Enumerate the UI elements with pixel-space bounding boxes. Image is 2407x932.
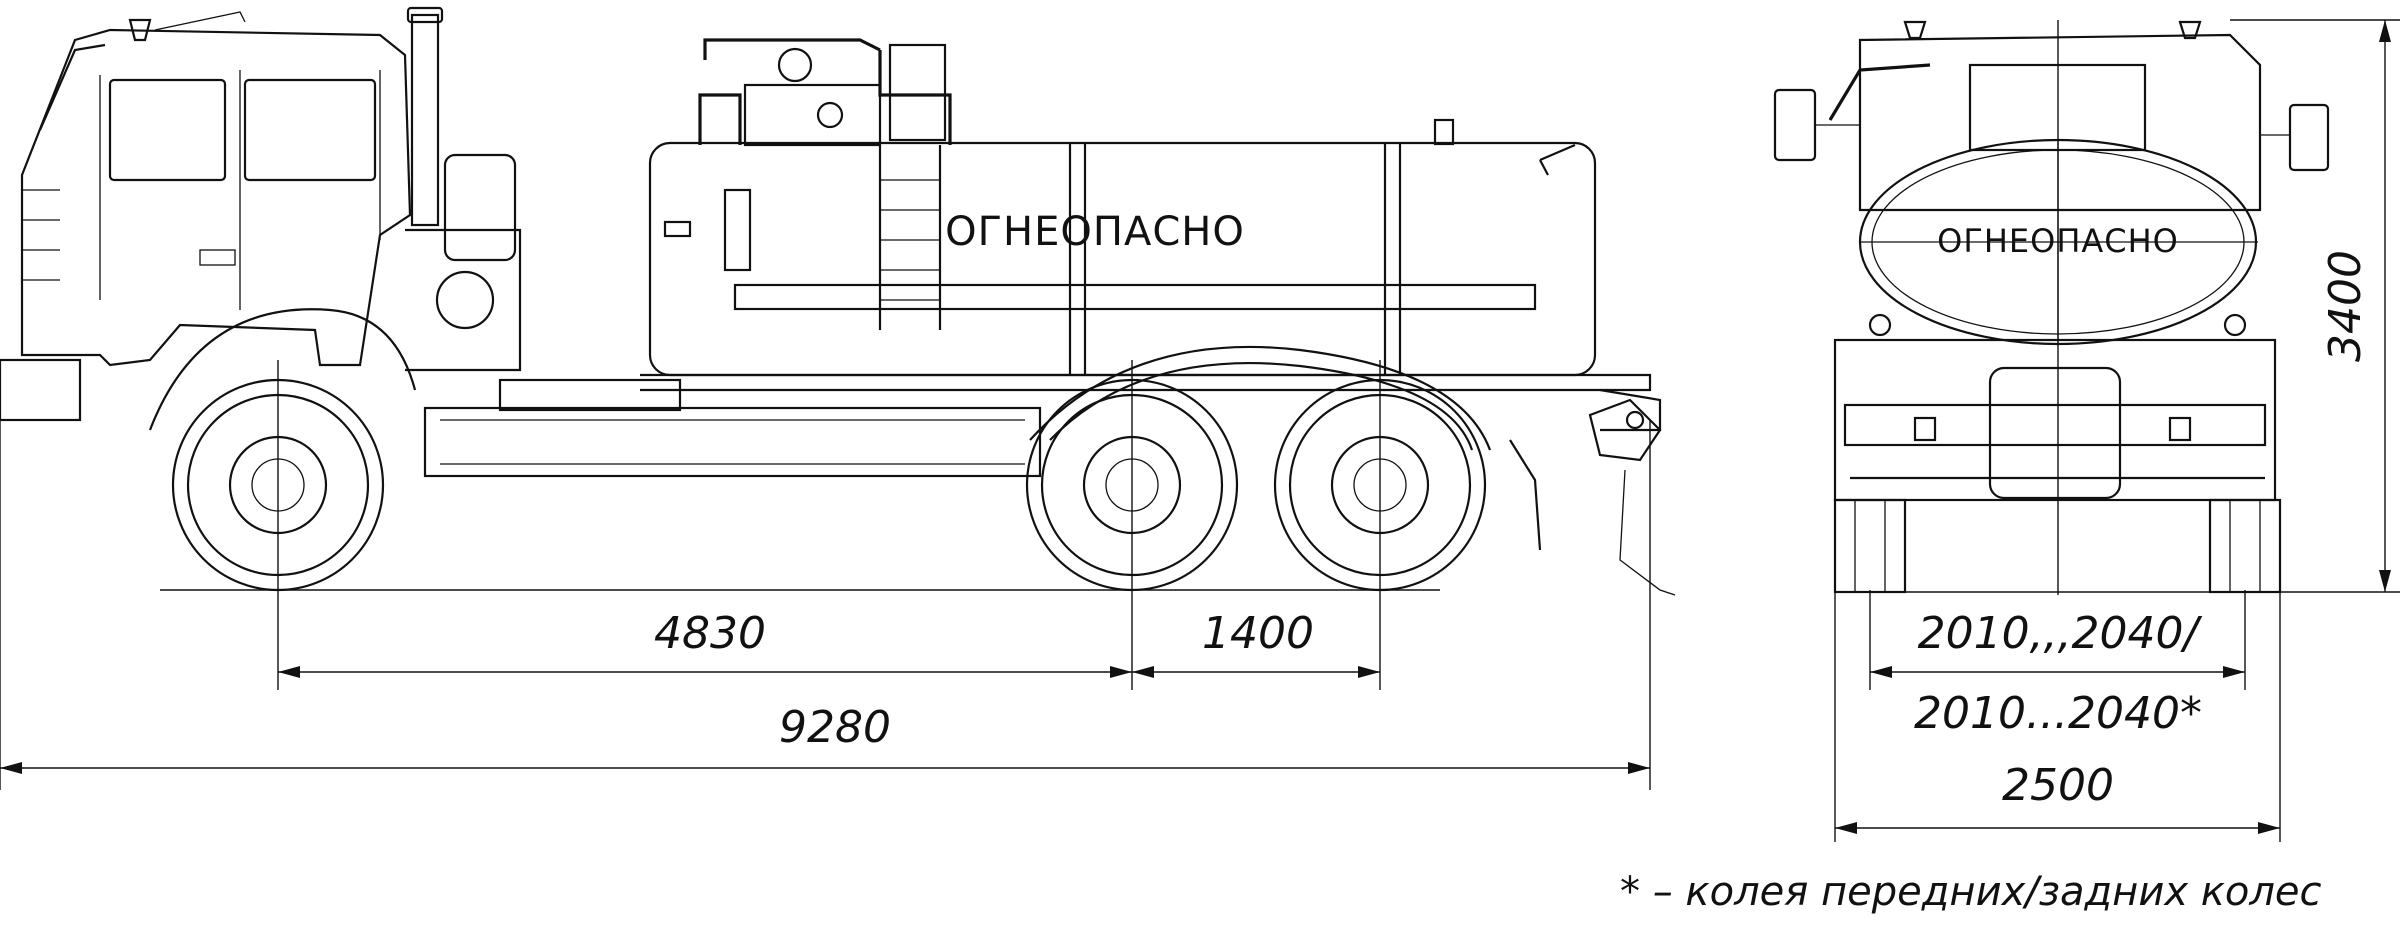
dim-bogie-label: 1400 — [1202, 608, 1314, 659]
dim-overall-length-label: 9280 — [779, 702, 891, 753]
rear-frame — [1833, 338, 2277, 502]
tank-equipment — [698, 38, 952, 330]
dim-wheelbase-label: 4830 — [654, 608, 766, 659]
dim-wheelbase: 4830 — [278, 608, 1132, 678]
dim-width-label: 2500 — [2002, 760, 2114, 811]
footnote: * – колея передних/задних колес — [1620, 869, 2322, 915]
dim-height-label: 3400 — [2320, 250, 2371, 362]
tank-body: ОГНЕОПАСНО — [648, 118, 1597, 377]
dim-overall-length: 9280 — [0, 702, 1650, 774]
truck-cab — [0, 6, 522, 422]
side-tank-label: ОГНЕОПАСНО — [945, 209, 1245, 255]
dim-bogie: 1400 — [1132, 608, 1380, 678]
rear-cab-outline — [1773, 20, 2330, 212]
rear-tank: ОГНЕОПАСНО — [1828, 63, 2258, 346]
rear-view: ОГНЕОПАСНО — [1773, 19, 2400, 842]
dim-track: 2010,,,2040/ 2010...2040* — [1870, 608, 2245, 739]
side-extension-lines — [0, 360, 1651, 790]
dim-track-label-2: 2010...2040* — [1914, 688, 2202, 739]
dim-height: 3400 — [2320, 20, 2391, 592]
side-view: ОГНЕОПАСНО — [0, 6, 1676, 790]
dim-width: 2500 — [1835, 760, 2280, 834]
dim-track-label-1: 2010,,,2040/ — [1918, 608, 2203, 659]
rear-extension-lines — [1834, 19, 2400, 842]
front-wheel — [148, 308, 417, 592]
rear-fender — [1029, 345, 1492, 451]
